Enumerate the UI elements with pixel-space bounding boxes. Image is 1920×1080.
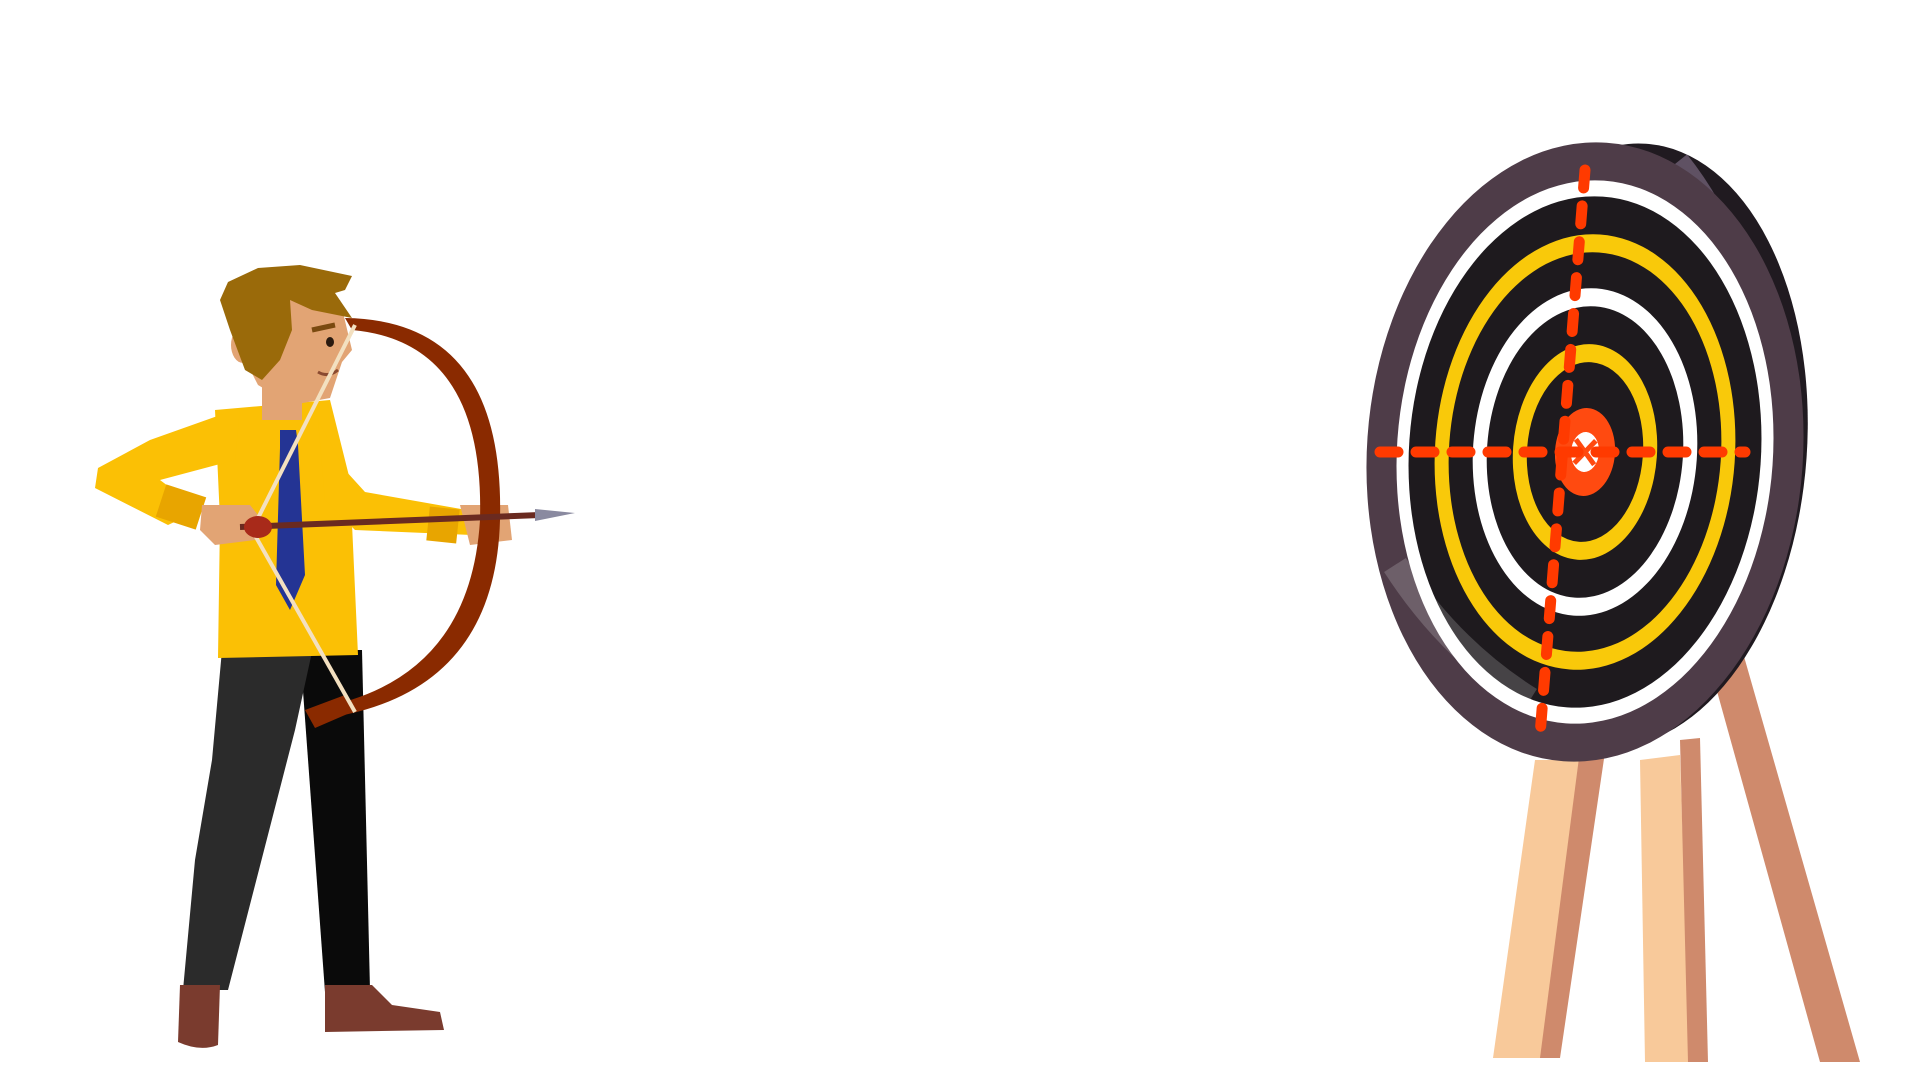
stand-leg-middle-light	[1640, 755, 1690, 1062]
stand-leg-back-right	[1700, 625, 1860, 1062]
archer-tie	[276, 430, 305, 610]
bowstring-upper	[250, 324, 357, 531]
target-highlight	[1384, 557, 1537, 712]
crosshair-vertical	[1534, 164, 1591, 741]
stand-leg-left-light	[1493, 760, 1580, 1058]
archer-extended-cuff	[426, 506, 460, 544]
archer-drawing-hand	[200, 505, 262, 545]
archer-front-leg	[183, 650, 312, 990]
archer-eye	[326, 337, 334, 347]
tripod-stand-icon	[1493, 625, 1860, 1062]
archer-eyebrow	[311, 322, 336, 333]
archer-figure	[95, 265, 512, 1048]
archer-hair	[220, 265, 352, 380]
archer-back-shoe	[325, 985, 444, 1032]
archer-extended-arm	[318, 420, 478, 535]
stand-leg-middle-dark	[1680, 738, 1708, 1062]
arrow-tip	[535, 509, 575, 521]
bowstring-lower	[250, 529, 357, 713]
bow-grip-tip	[305, 695, 352, 728]
archer-drawing-cuff	[155, 484, 207, 530]
archer-back-leg	[300, 650, 370, 992]
archer-front-shoe	[178, 985, 220, 1048]
arrow-shaft	[239, 512, 541, 530]
archer-drawing-arm	[95, 408, 240, 525]
bullseye-cross	[1572, 437, 1598, 467]
archery-target-icon	[1366, 142, 1808, 762]
arrow-icon	[239, 509, 575, 538]
arrow-nock	[244, 516, 272, 538]
bow-icon	[250, 318, 501, 728]
stand-leg-left-dark	[1540, 750, 1605, 1058]
